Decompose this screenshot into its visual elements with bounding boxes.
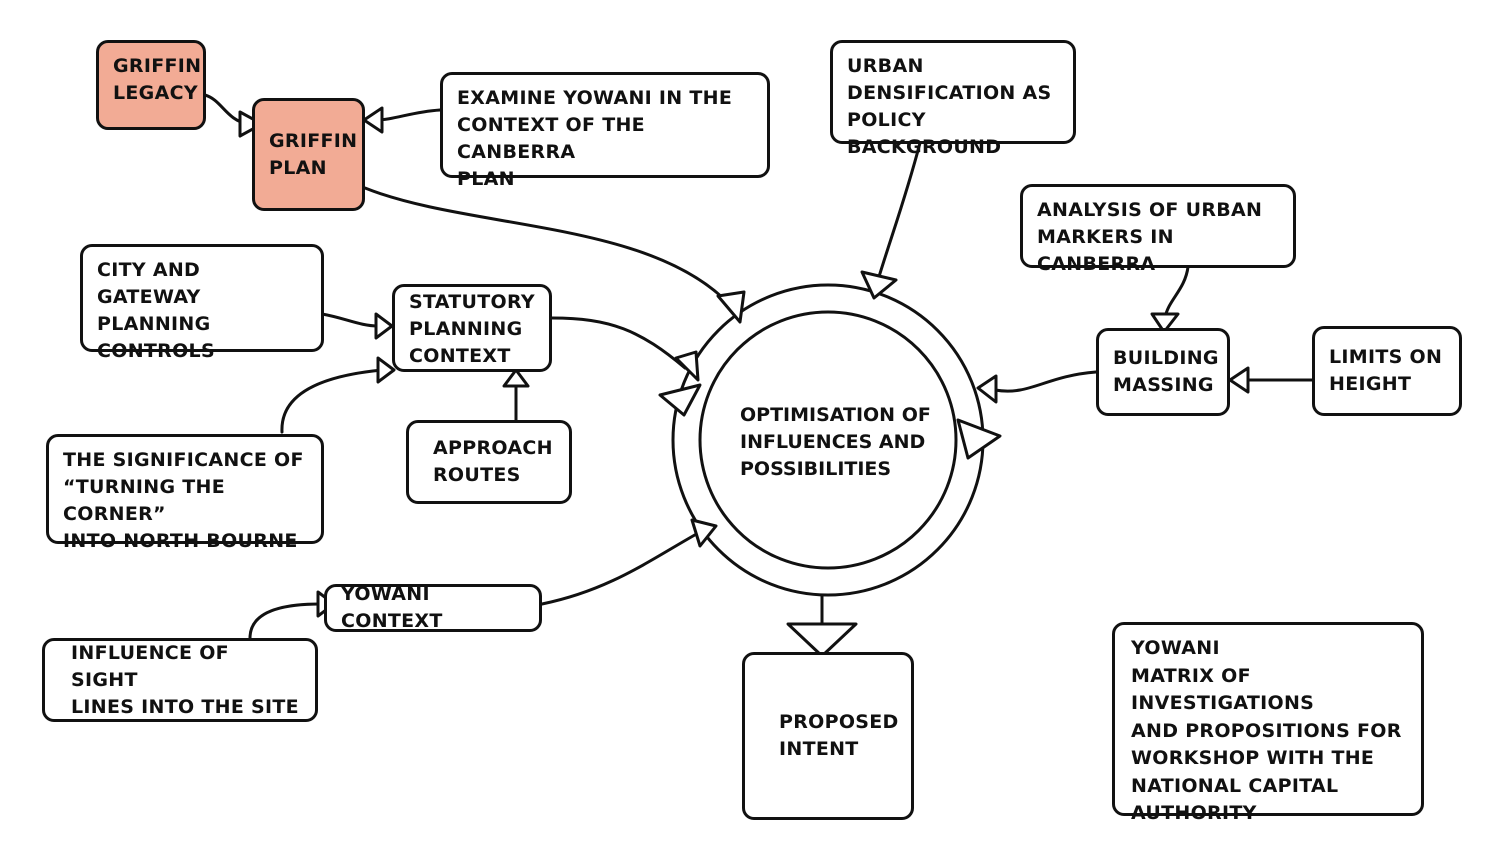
node-statutory-context: Statutory planning context [392, 284, 552, 372]
node-turning-the-corner: The significance of “turning the corner”… [46, 434, 324, 552]
node-proposed-intent: Proposed intent [742, 652, 914, 820]
arrow-massing-to-hub [993, 370, 1098, 393]
hub-ring-inner [698, 310, 958, 570]
node-approach-routes: Approach routes [406, 420, 572, 504]
node-griffin-legacy: Griffin Legacy [96, 40, 206, 130]
node-sight-lines: Influence of sight lines into the site [42, 638, 318, 722]
arrow-examine-to-plan [373, 108, 442, 122]
arrowhead-massing-to-hub [976, 374, 998, 404]
caption-box: Yowani matrix of investigations and prop… [1112, 622, 1424, 824]
arrow-statutory-to-hub [550, 316, 687, 370]
node-building-massing: Building massing [1096, 328, 1230, 416]
arrowhead-markers-to-massing [1150, 312, 1180, 334]
hub-ring-arrowhead-left [658, 383, 702, 417]
arrow-markers-to-massing [1163, 265, 1190, 320]
arrowhead-plan-to-hub [716, 290, 746, 324]
node-urban-densification: Urban densification as policy background [830, 40, 1076, 158]
node-analysis-markers: Analysis of urban markers in Canberra [1020, 184, 1296, 275]
arrowhead-gateway-to-statutory [374, 312, 394, 340]
node-examine-yowani: Examine Yowani in the context of the Can… [440, 72, 770, 190]
arrow-context-to-hub [540, 530, 702, 606]
node-yowani-context: Yowani context [324, 583, 542, 632]
arrowhead-height-to-massing [1228, 366, 1250, 394]
arrowhead-densification-to-hub [860, 270, 898, 300]
arrowhead-statutory-to-hub [674, 350, 700, 382]
arrow-sightlines-to-context [248, 602, 322, 640]
node-griffin-plan: Griffin Plan [252, 98, 365, 211]
node-city-gateway: City and gateway planning controls [80, 244, 324, 362]
node-limits-height: Limits on height [1312, 326, 1462, 416]
arrow-significance-to-statutory [280, 368, 384, 434]
arrowhead-examine-to-plan [362, 106, 384, 134]
arrowhead-hub-to-intent [786, 622, 858, 658]
arrow-gateway-to-statutory [320, 312, 380, 328]
arrow-plan-to-hub [363, 186, 732, 307]
arrowhead-routes-to-statutory [502, 368, 530, 388]
arrowhead-legacy-to-plan [238, 110, 264, 138]
hub-label: Optimisation of influences and possibili… [740, 404, 931, 480]
arrow-densification-to-hub [876, 141, 922, 282]
arrowhead-context-to-hub [690, 518, 718, 548]
arrowhead-significance-to-statutory [376, 356, 396, 384]
hub-ring-arrowhead-right [956, 418, 1002, 460]
